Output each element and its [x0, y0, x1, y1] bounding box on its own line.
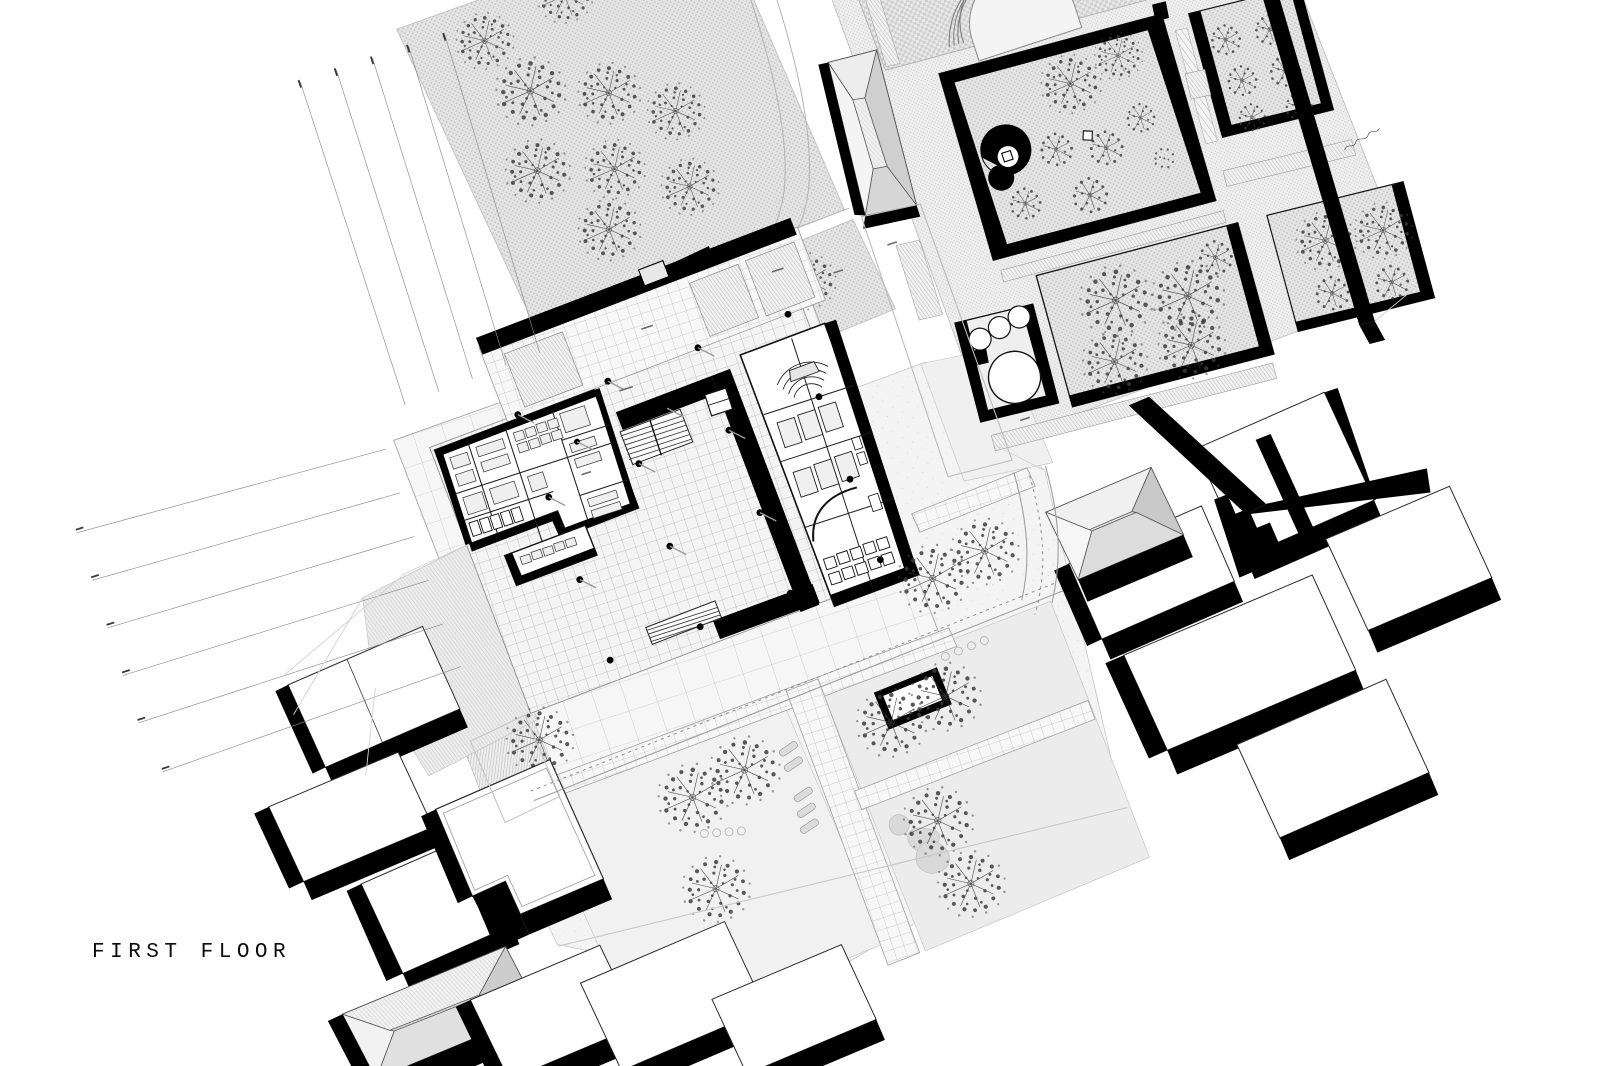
- atrium-stair-south: [645, 600, 723, 645]
- plaza-bollards: [699, 636, 989, 838]
- ne-precinct-walls: [1152, 0, 1386, 344]
- building-hipped-se: [1044, 466, 1193, 602]
- roof-infill-panels: [503, 241, 816, 408]
- building-villa-courtyard: [421, 758, 613, 950]
- spiral-feature: [980, 124, 1032, 191]
- signature-scribble: [1344, 128, 1380, 151]
- annexe-seating: [519, 536, 578, 566]
- courtyard-c-poche: [1068, 222, 1275, 407]
- courtyard-b-poche-2: [1219, 0, 1334, 138]
- east-wing-auditorium: [739, 319, 920, 608]
- west-wing-furniture: [449, 405, 623, 519]
- auditorium-stage: [788, 361, 820, 383]
- column-shadow-lines: [517, 347, 777, 589]
- atrium-stair: [619, 408, 694, 466]
- wall-north-heavy: [475, 217, 797, 355]
- atrium-structure: [615, 368, 820, 640]
- building-block-se-4: [1325, 485, 1502, 653]
- stepped-wall-se: [1214, 433, 1315, 578]
- atrium-wall-south: [712, 583, 820, 640]
- roads-and-kerbs: [469, 203, 1128, 947]
- building-block-se-2: [1105, 574, 1366, 775]
- terrace-arc-steps: [948, 0, 1096, 48]
- terrace-north: [831, 0, 1262, 71]
- basin-wall-poche: [954, 320, 991, 422]
- water-basin-large: [987, 350, 1042, 405]
- north-wall-object: [637, 246, 710, 287]
- curved-counter: [812, 486, 858, 542]
- atrium-wall-north: [615, 375, 719, 431]
- water-basin-small-2: [987, 315, 1012, 340]
- east-wing-small-objects: [851, 435, 884, 513]
- building-block-se-5: [1236, 678, 1439, 861]
- east-wing-desks: [776, 401, 861, 498]
- courtyard-b-poche: [1188, 10, 1234, 138]
- building-block-s-3: [711, 943, 885, 1066]
- courtyard-a: [938, 13, 1217, 261]
- wc-fixtures: [468, 506, 525, 537]
- east-wing-poche: [824, 319, 919, 607]
- basin-wall-poche-2: [979, 304, 1059, 422]
- lift-core: [704, 387, 734, 417]
- arc-plaza-floor: [969, 0, 1083, 62]
- se-heavy-walls: [1128, 396, 1431, 515]
- west-annexe-poche: [504, 547, 598, 586]
- courtyard-c: [1035, 222, 1275, 408]
- plaza-benches: [779, 741, 819, 834]
- ne-garden-precinct: [818, 0, 1436, 452]
- existing-buildings: [254, 388, 1502, 1066]
- atrium-wall-east: [711, 368, 820, 612]
- water-basin-enclosure: [954, 303, 1060, 423]
- courtyard-a-marker: [1082, 130, 1093, 141]
- water-basin-small-3: [1007, 305, 1031, 329]
- site-boundary-lines: [282, 286, 1417, 776]
- leader-line-ticks: [75, 32, 447, 770]
- pavilion-shadow: [863, 205, 921, 229]
- pavilion-shadow-l: [818, 62, 866, 216]
- plan-caption: FIRST FLOOR: [92, 941, 292, 964]
- micro-annotations: [581, 241, 1030, 476]
